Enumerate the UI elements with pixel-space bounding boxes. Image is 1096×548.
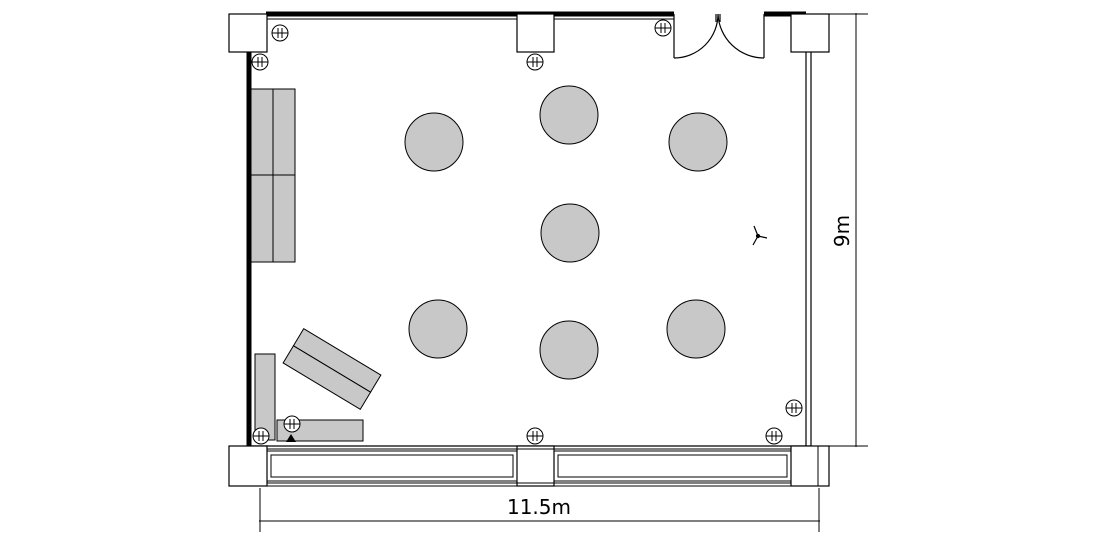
window-right-frame (553, 450, 792, 482)
side-table (272, 88, 296, 176)
angled-table (282, 345, 372, 411)
round-table (404, 112, 464, 172)
round-table (539, 320, 599, 380)
column-top-right (790, 13, 830, 53)
side-table (272, 174, 296, 263)
dimension-height (829, 13, 868, 447)
triangle-marker-icon (286, 434, 296, 442)
outlet-icon (271, 24, 289, 42)
column-bottom-middle (516, 445, 555, 487)
round-table (666, 299, 726, 359)
round-tables (404, 85, 728, 380)
walls (246, 11, 812, 447)
window-left-frame (266, 450, 518, 482)
columns (228, 13, 830, 487)
outlet-icon (765, 427, 783, 445)
windows (229, 446, 829, 487)
window-left-pane (270, 454, 514, 478)
double-door (673, 13, 765, 59)
corner-table-vertical (254, 353, 276, 441)
outlet-icon (252, 427, 270, 445)
width-dimension-label: 11.5m (507, 495, 571, 519)
window-right-pane (557, 454, 788, 478)
round-table (540, 203, 600, 263)
dimension-width (259, 488, 820, 532)
outlets (251, 19, 803, 445)
outlet-icon (526, 427, 544, 445)
height-dimension-label: 9m (830, 215, 854, 247)
rect-tables (250, 88, 382, 442)
outlet-icon (654, 19, 672, 37)
outlet-icon (526, 53, 544, 71)
side-table (250, 88, 274, 176)
outlet-icon (785, 399, 803, 417)
outlet-icon (251, 53, 269, 71)
column-bottom-left (228, 445, 268, 487)
column-top-left (228, 13, 268, 53)
round-table (668, 112, 728, 172)
round-table (408, 299, 468, 359)
column-top-middle (516, 13, 555, 53)
column-bottom-right (790, 445, 830, 487)
outlet-icon (283, 415, 301, 433)
side-table (250, 174, 274, 263)
ceiling-fan-icon (752, 225, 768, 246)
round-table (539, 85, 599, 145)
